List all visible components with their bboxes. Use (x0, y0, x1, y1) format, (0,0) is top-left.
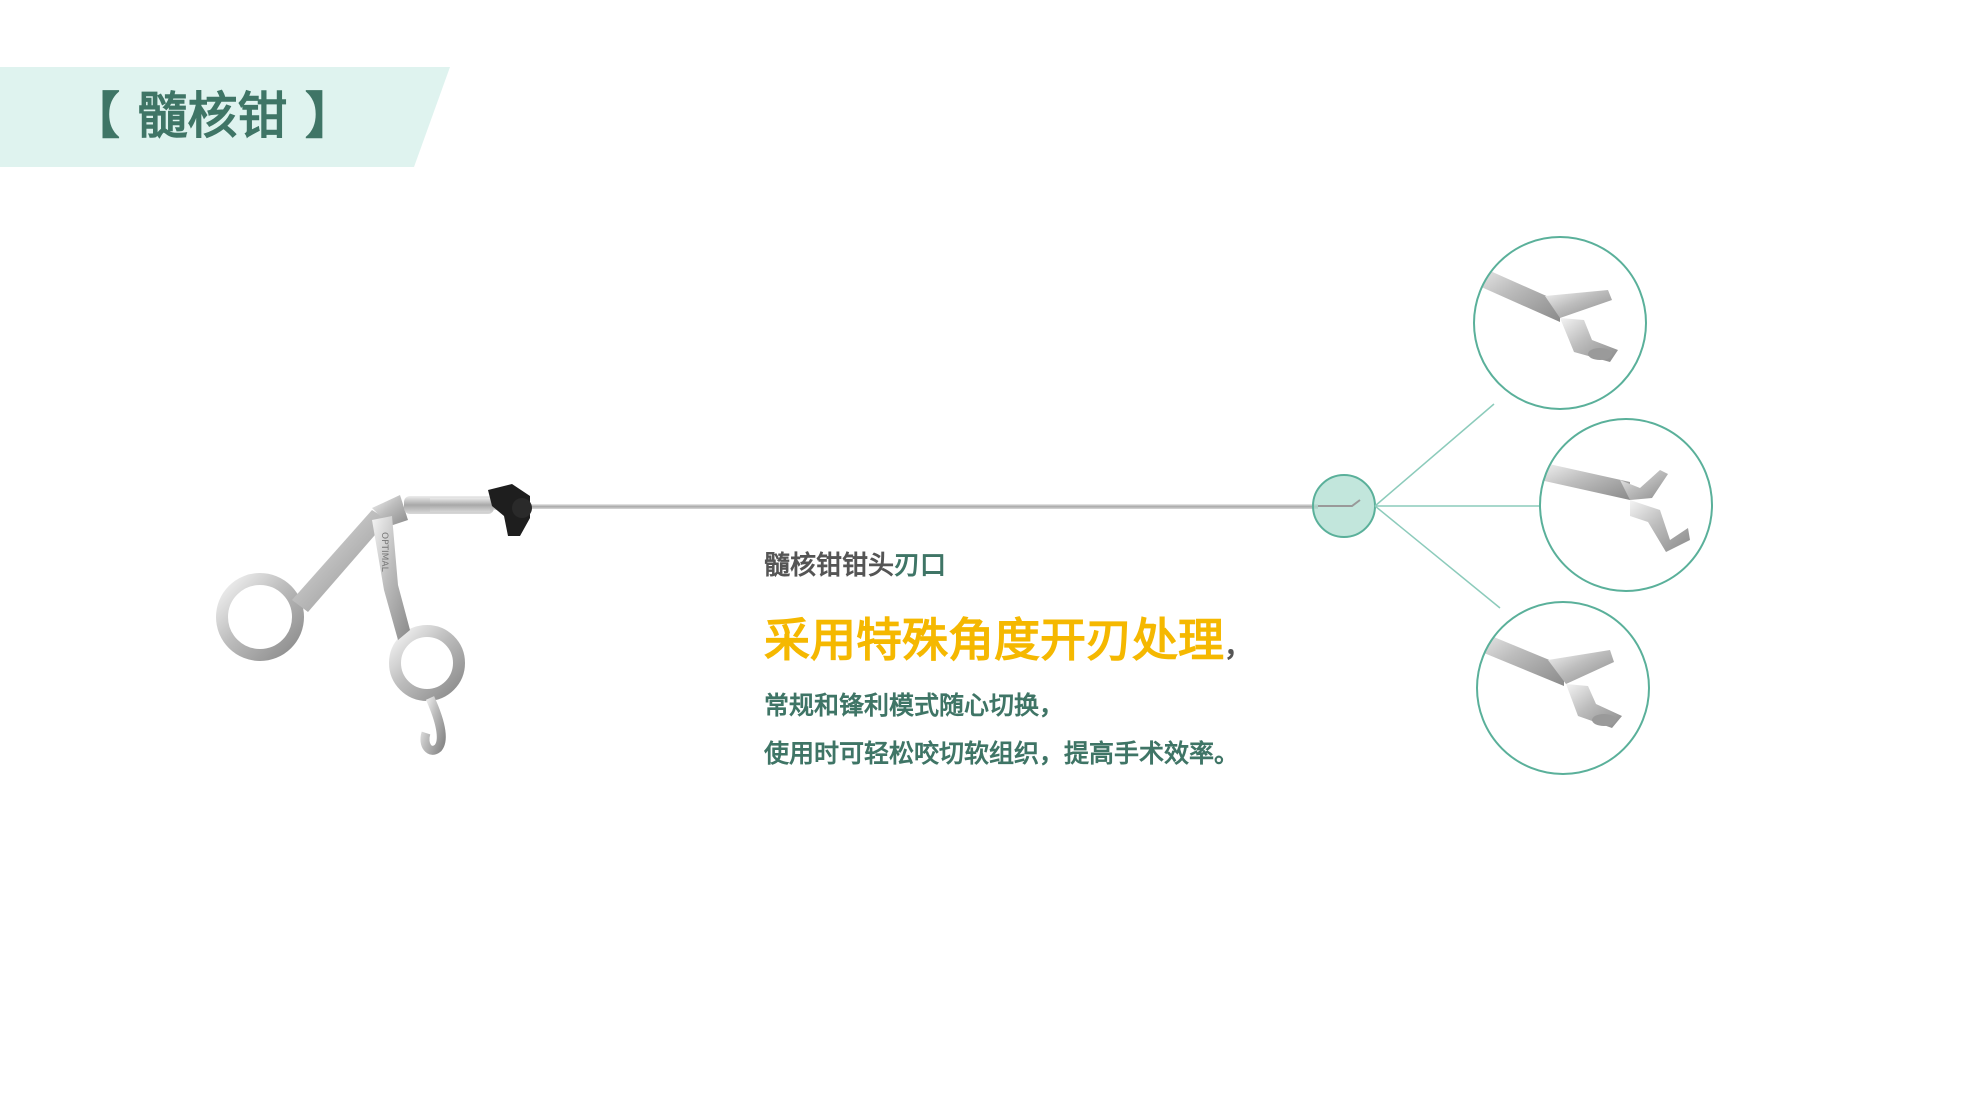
detail-circle-tip-1 (1473, 236, 1647, 410)
feature-subheading: 髓核钳钳头刃口 (764, 548, 1464, 584)
title-banner (0, 67, 450, 167)
headline-main: 采用特殊角度开刃处理 (764, 613, 1224, 667)
subheading-part2: 刃口 (894, 551, 947, 581)
detail-circle-tip-2 (1539, 418, 1713, 592)
description-line-2: 使用时可轻松咬切软组织，提高手术效率。 (764, 739, 1240, 768)
rotation-knob (488, 484, 532, 536)
forceps-shaft (404, 496, 1318, 514)
description-line-1: 常规和锋利模式随心切换， (764, 691, 1065, 720)
page-title: 【 髓核钳 】 (70, 87, 355, 145)
feature-text-block: 髓核钳钳头刃口 采用特殊角度开刃处理， 常规和锋利模式随心切换， 使用时可轻松咬… (764, 548, 1464, 778)
forceps-handle: OPTIMAL (216, 495, 465, 755)
detail-circle-tip-3 (1476, 601, 1650, 775)
instrument-engraving: OPTIMAL (379, 532, 389, 572)
feature-headline: 采用特殊角度开刃处理， (764, 612, 1464, 668)
feature-description: 常规和锋利模式随心切换， 使用时可轻松咬切软组织，提高手术效率。 (764, 682, 1464, 778)
subheading-part1: 髓核钳钳头 (764, 551, 895, 581)
headline-comma: ， (1224, 630, 1253, 663)
callout-lines (1374, 403, 1540, 609)
